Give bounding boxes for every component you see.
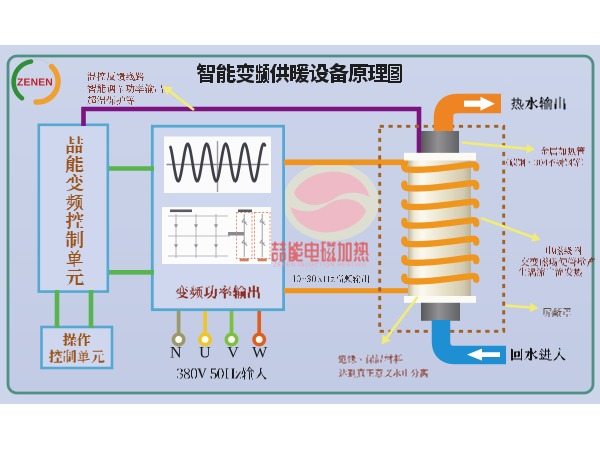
svg-text:ZENEN INDUCTION HEATING: ZENEN INDUCTION HEATING — [273, 262, 366, 268]
svg-text:V: V — [227, 345, 239, 362]
svg-text:U: U — [199, 345, 211, 362]
svg-text:N: N — [170, 345, 182, 362]
svg-text:W: W — [252, 345, 268, 362]
svg-text:ZENEN: ZENEN — [17, 77, 53, 88]
